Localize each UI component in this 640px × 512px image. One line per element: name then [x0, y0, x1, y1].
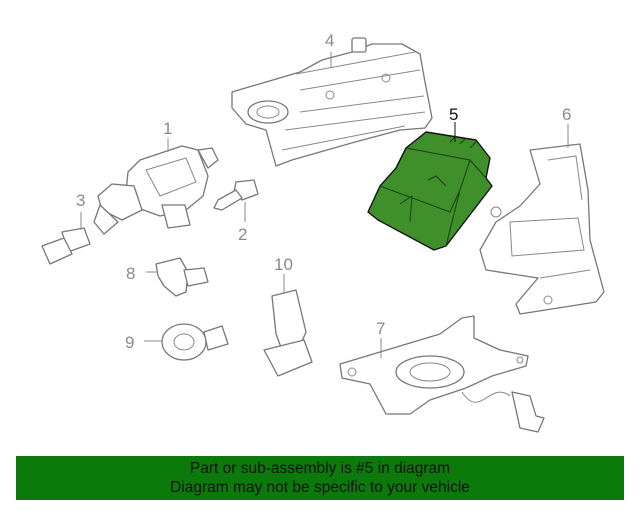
banner-line-1: Part or sub-assembly is #5 in diagram	[189, 460, 451, 477]
callout-8: 8	[126, 264, 135, 283]
callout-1: 1	[163, 119, 172, 138]
part-9-knock-sensor[interactable]	[161, 323, 229, 361]
part-7-bracket[interactable]	[339, 315, 545, 433]
callout-7: 7	[376, 319, 385, 338]
info-banner: Part or sub-assembly is #5 in diagram Di…	[16, 456, 624, 500]
banner-line-2: Diagram may not be specific to your vehi…	[170, 479, 470, 496]
callout-2: 2	[238, 225, 247, 244]
part-2-bolt[interactable]	[213, 179, 259, 211]
ecu-body	[367, 131, 493, 251]
part-10-cam-sensor[interactable]	[263, 289, 313, 377]
callout-3: 3	[76, 191, 85, 210]
part-3-plug[interactable]	[41, 227, 91, 265]
parts-diagram: 1 2 3 4 5 6 7 8 9 10	[41, 31, 605, 433]
part-6-bracket[interactable]	[479, 143, 605, 315]
callout-5: 5	[449, 105, 458, 124]
callout-6: 6	[562, 105, 571, 124]
part-1-sensor[interactable]	[93, 145, 219, 235]
part-4-bracket[interactable]	[231, 37, 433, 167]
callout-9: 9	[125, 333, 134, 352]
part-5-ecu[interactable]	[367, 131, 493, 251]
callout-10: 10	[274, 255, 293, 274]
callout-4: 4	[325, 31, 334, 50]
part-8-connector[interactable]	[155, 257, 209, 297]
